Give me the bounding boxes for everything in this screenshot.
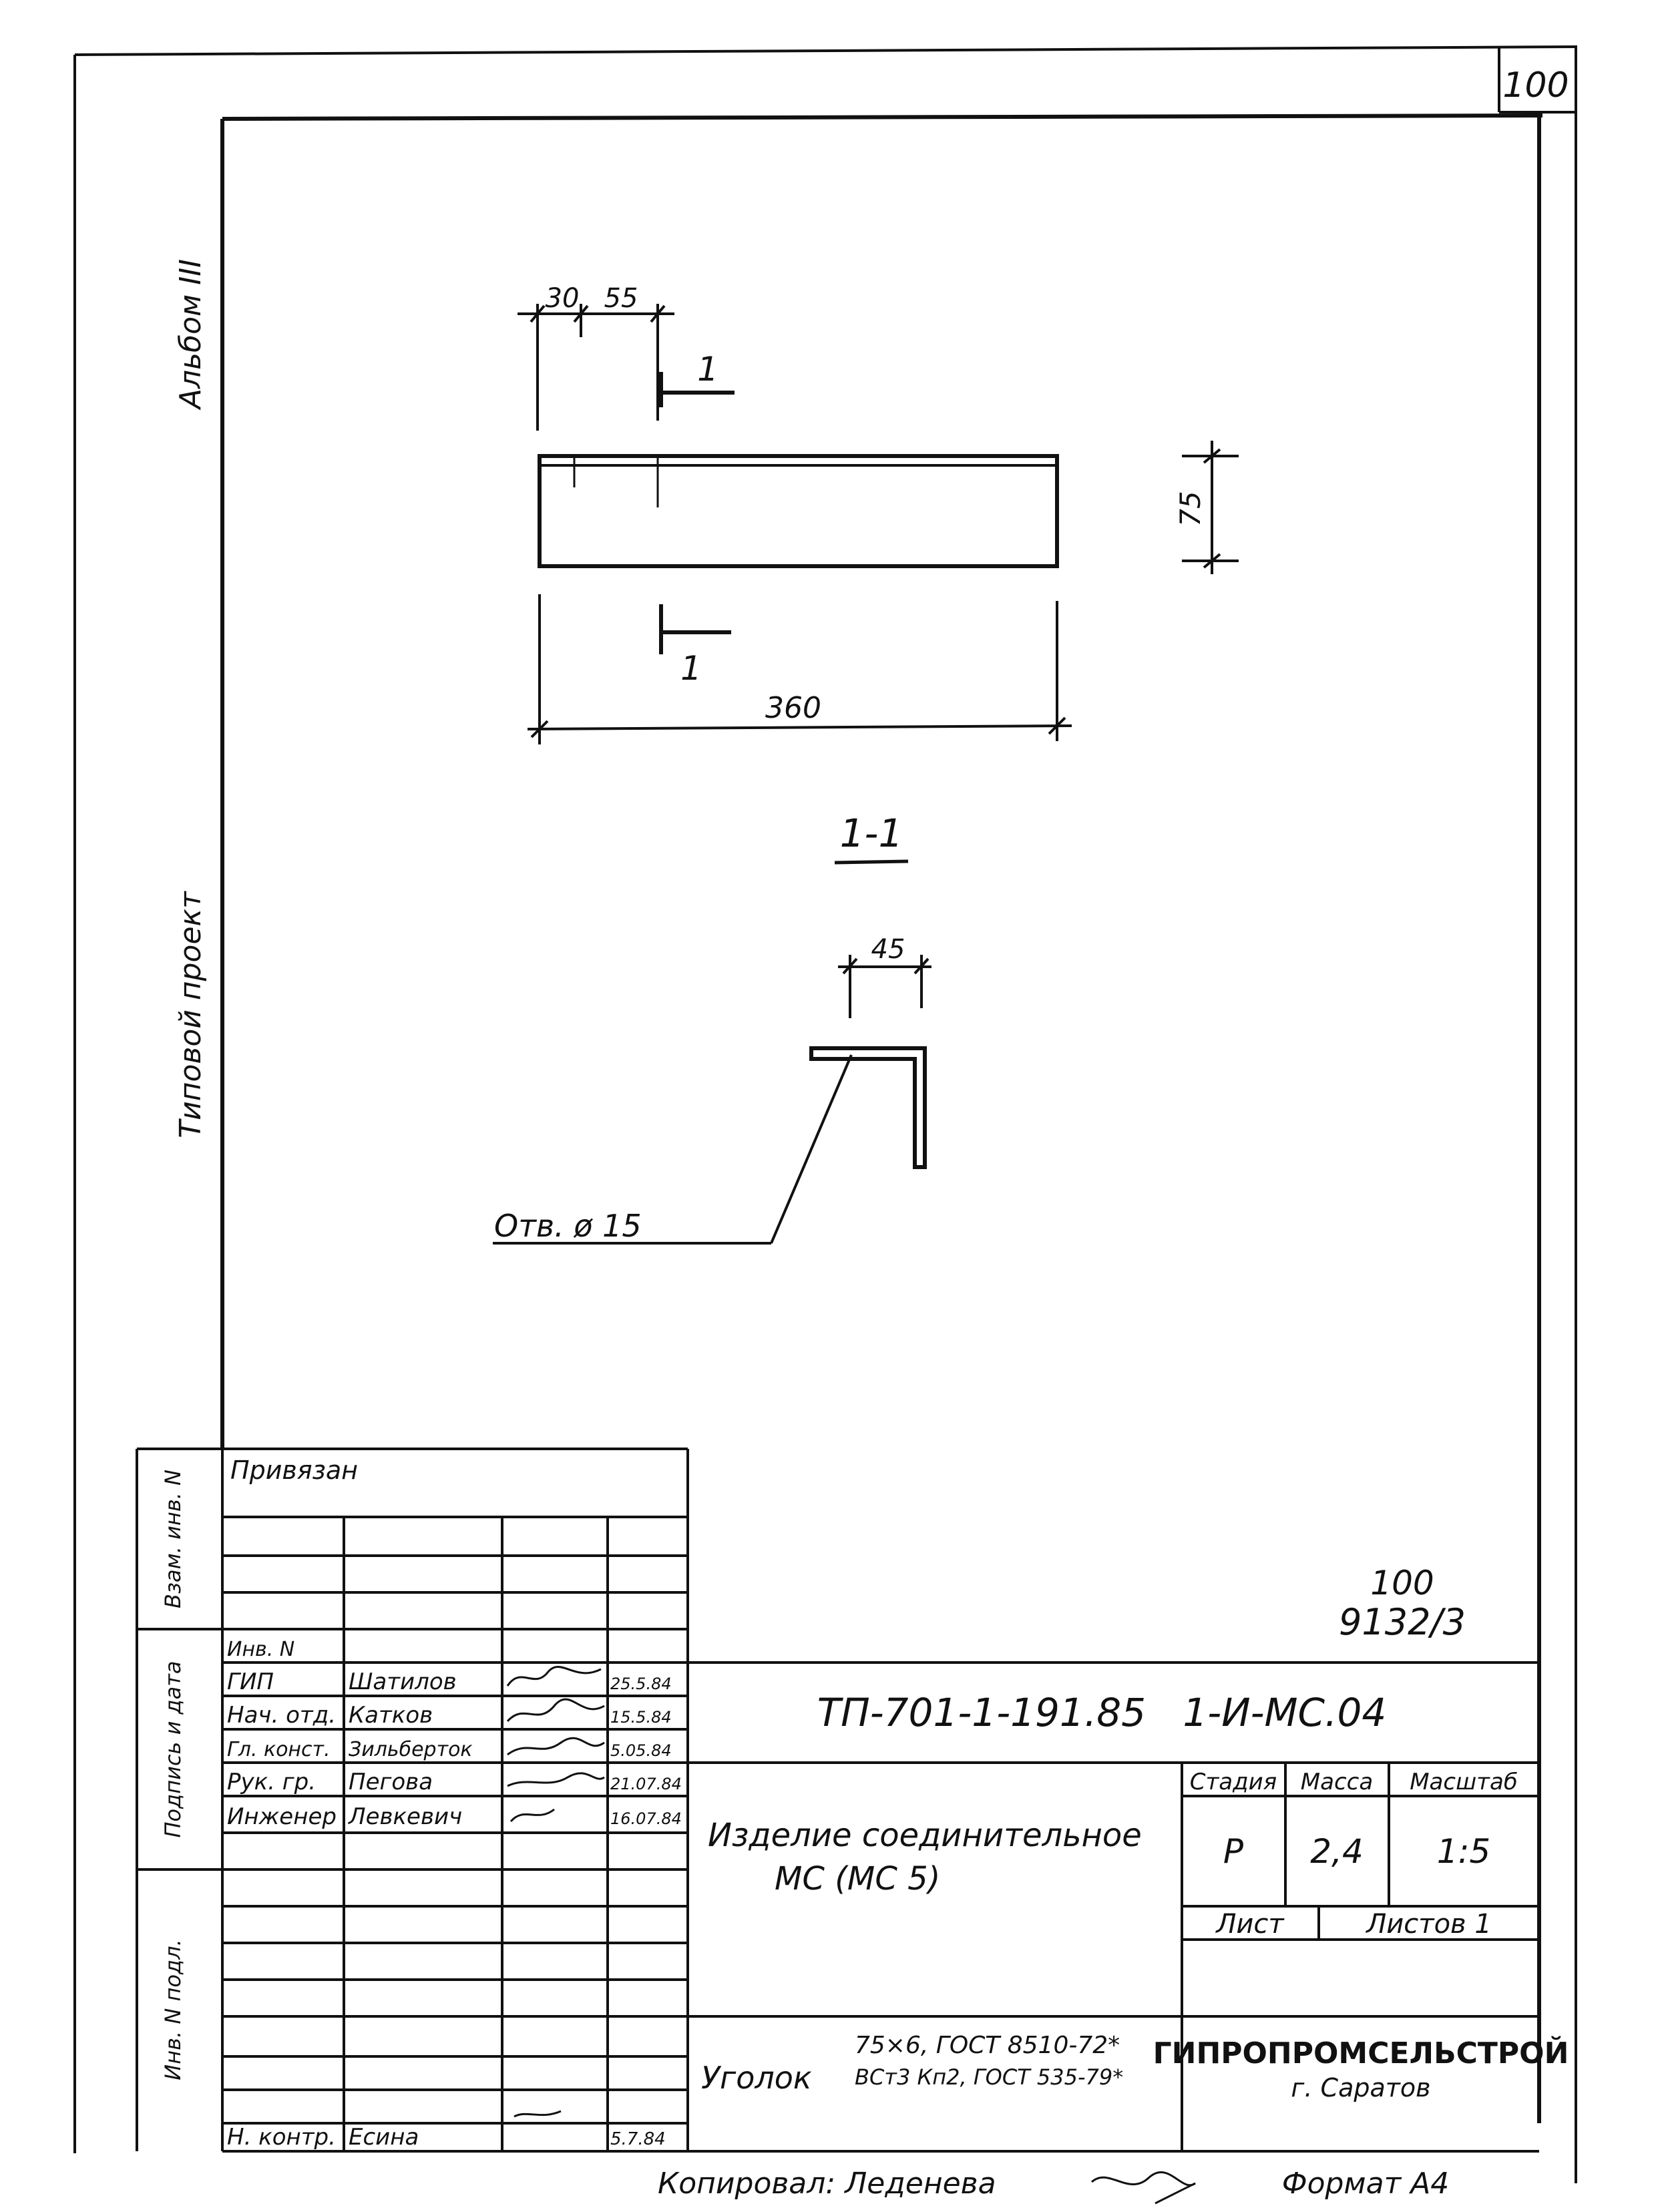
- format-label: Формат А4: [1282, 2167, 1450, 2201]
- sig-date-5: 16.07.84: [610, 1809, 682, 1828]
- material-line-2: ВСт3 Кп2, ГОСТ 535-79*: [855, 2064, 1123, 2090]
- side-label-replace-inv: Взам. инв. N: [160, 1470, 186, 1608]
- sig-role-5: Инженер: [227, 1803, 337, 1830]
- dimension-360: [527, 594, 1072, 744]
- copier-signature: [1090, 2171, 1196, 2205]
- sig-name-3: Зильберток: [349, 1738, 473, 1761]
- sig-name-4: Пегова: [349, 1769, 433, 1795]
- sheet-number: 100: [1502, 65, 1569, 105]
- dim-55: 55: [604, 283, 638, 314]
- organization-city: г. Саратов: [1291, 2073, 1430, 2103]
- dim-360: 360: [765, 691, 821, 725]
- section-mark-bottom: [659, 604, 731, 654]
- inv-label: Инв. N: [227, 1638, 294, 1661]
- sig-role-3: Гл. конст.: [227, 1738, 331, 1761]
- sheet-label: Лист: [1215, 1909, 1285, 1940]
- doc-designation: ТП-701-1-191.85 1-И-МС.04: [817, 1690, 1387, 1735]
- dim-45: 45: [871, 934, 905, 965]
- material-line-1: 75×6, ГОСТ 8510-72*: [855, 2032, 1120, 2059]
- section-mark-bottom-label: 1: [680, 649, 702, 688]
- inner-frame: [220, 114, 1543, 2123]
- sheets-label: Листов 1: [1365, 1909, 1492, 1940]
- title-block-grid: [136, 1448, 1539, 2153]
- hole-note: Отв. ø 15: [494, 1208, 642, 1244]
- scale-header: Масштаб: [1410, 1769, 1518, 1795]
- control-role: Н. контр.: [227, 2124, 336, 2151]
- sheet-code-bottom: 9132/3: [1339, 1601, 1466, 1643]
- section-mark-top-label: 1: [697, 350, 718, 389]
- copied-by: Копировал: Леденева: [658, 2167, 996, 2201]
- stage-header: Стадия: [1190, 1769, 1277, 1795]
- mass-value: 2,4: [1310, 1832, 1364, 1871]
- section-mark-top: [659, 372, 735, 407]
- sheet-code-top: 100: [1370, 1564, 1434, 1602]
- organization-name: ГИПРОПРОМСЕЛЬСТРОЙ: [1153, 2035, 1569, 2070]
- mass-header: Масса: [1301, 1769, 1373, 1795]
- sig-date-1: 25.5.84: [610, 1675, 672, 1693]
- dim-75: 75: [1174, 491, 1207, 526]
- section-title: 1-1: [840, 811, 903, 856]
- angle-cross-section: [809, 1046, 927, 1169]
- side-label-inv-orig: Инв. N подл.: [160, 1939, 186, 2080]
- sig-role-1: ГИП: [227, 1669, 274, 1695]
- title-line-2: МС (МС 5): [775, 1860, 940, 1898]
- angle-plan-view: [538, 454, 1059, 568]
- section-title-underline: [834, 859, 909, 865]
- sig-date-3: 5.05.84: [610, 1741, 672, 1760]
- scale-value: 1:5: [1437, 1832, 1490, 1871]
- dimension-top: [518, 304, 674, 431]
- sig-role-4: Рук. гр.: [227, 1769, 316, 1795]
- sig-role-2: Нач. отд.: [227, 1702, 336, 1729]
- sig-name-2: Катков: [349, 1702, 433, 1729]
- stage-value: Р: [1223, 1832, 1244, 1871]
- title-line-1: Изделие соединительное: [708, 1817, 1142, 1854]
- dim-30: 30: [546, 283, 580, 314]
- side-label-signature-date: Подпись и дата: [160, 1661, 186, 1837]
- sig-date-4: 21.07.84: [610, 1775, 682, 1793]
- sig-name-1: Шатилов: [349, 1669, 457, 1695]
- privyazan-label: Привязан: [230, 1456, 358, 1485]
- sheet-number-box: 100: [1498, 48, 1576, 114]
- side-labels: Альбом III Типовой проект: [174, 259, 208, 1138]
- project-label: Типовой проект: [174, 891, 208, 1138]
- hole-leader: [493, 1054, 853, 1245]
- outer-frame: [73, 45, 1578, 2183]
- material-name: Уголок: [701, 2060, 812, 2096]
- album-label: Альбом III: [174, 259, 208, 411]
- dimension-75: [1182, 441, 1239, 574]
- signature-scribbles: [506, 1665, 605, 2118]
- title-block-right: [688, 1661, 1539, 2151]
- sig-name-5: Левкевич: [347, 1803, 462, 1830]
- control-name: Есина: [349, 2124, 419, 2151]
- dimension-45: [838, 955, 932, 1018]
- sig-date-2: 15.5.84: [610, 1708, 672, 1727]
- control-date: 5.7.84: [610, 2129, 666, 2149]
